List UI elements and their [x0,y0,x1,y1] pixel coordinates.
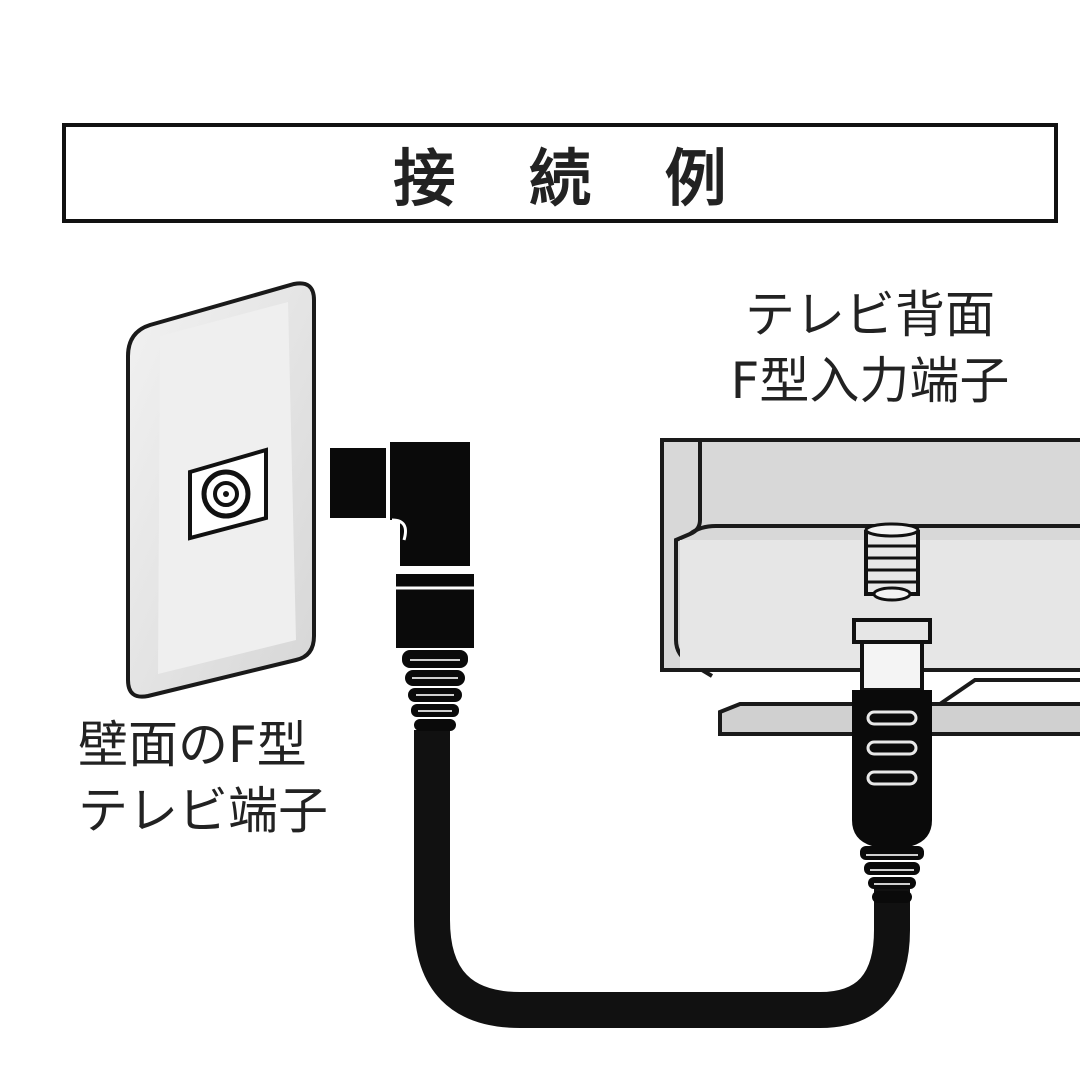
title-box: 接 続 例 [62,123,1058,223]
wall-plug-strain-relief [402,650,468,731]
diagram-title: 接 続 例 [393,142,753,215]
tv-plug-strain-relief [860,846,924,903]
tv-straight-plug [852,618,932,903]
tv-f-terminal-icon [864,522,920,602]
coax-cable [414,730,910,1028]
wall-terminal-label: 壁面のF型 テレビ端子 [78,712,328,844]
tv-label-line1: テレビ背面 [745,286,995,344]
wall-label-line1: 壁面のF型 [78,716,307,774]
wall-l-plug [330,442,474,731]
tv-label-line2: F型入力端子 [730,352,1010,410]
tv-terminal-label: テレビ背面 F型入力端子 [690,282,1050,414]
wall-label-line2: テレビ端子 [78,782,328,840]
wall-plate [126,281,316,699]
wall-socket-icon [188,447,268,541]
